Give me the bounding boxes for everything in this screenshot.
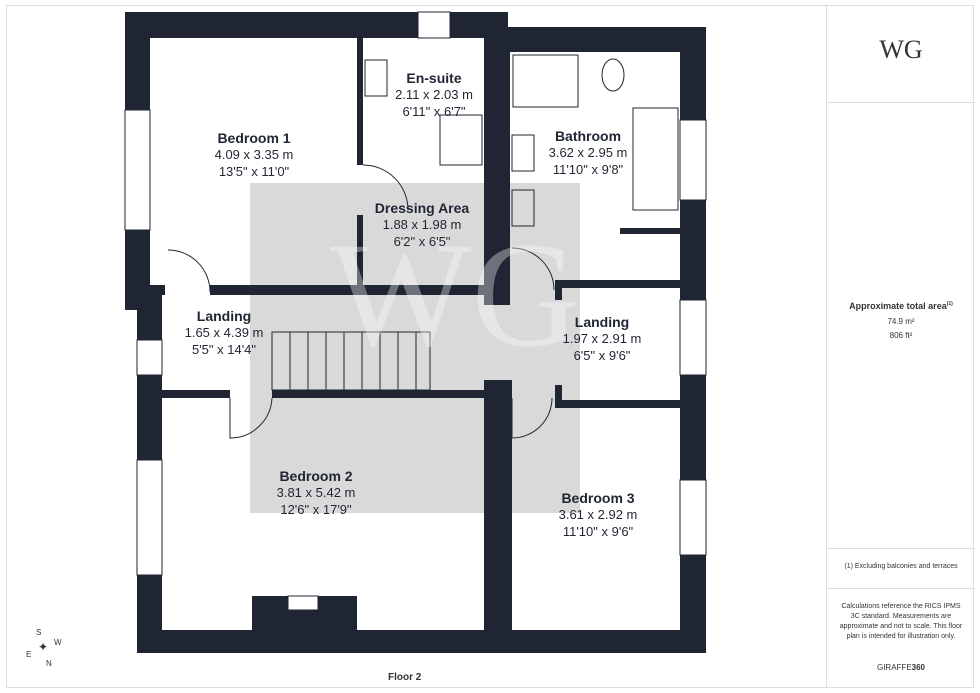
compass-e: E [26, 650, 32, 659]
area-title: Approximate total area(1) [849, 301, 953, 311]
footnote: (1) Excluding balconies and terraces [844, 563, 958, 570]
compass-star-icon: ✦ [38, 640, 49, 654]
compass-s: S [36, 628, 42, 637]
logo: WG [879, 35, 923, 64]
windows [124, 11, 707, 611]
compass-w: W [54, 638, 62, 647]
floor-plan-drawing: WG [124, 11, 707, 653]
watermark: WG [330, 212, 580, 378]
compass: S W E N ✦ [24, 628, 64, 668]
disclaimer: Calculations reference the RICS IPMS 3C … [839, 603, 963, 640]
floor-label: Floor 2 [388, 672, 422, 683]
dressing-area-highlight [250, 183, 580, 513]
brand: GIRAFFE360 [876, 663, 926, 672]
info-panel: WG Approximate total area(1) 74.9 m² 806… [826, 5, 975, 688]
area-ft2: 806 ft² [889, 331, 913, 340]
fixtures [167, 54, 679, 439]
frame [6, 5, 974, 688]
compass-n: N [46, 659, 52, 668]
area-m2: 74.9 m² [887, 317, 915, 326]
